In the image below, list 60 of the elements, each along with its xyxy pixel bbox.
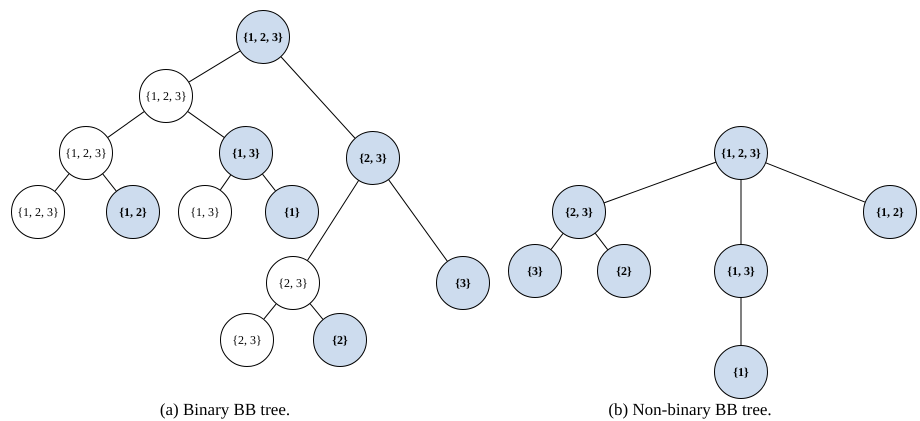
set-label: {2, 3}	[278, 276, 308, 290]
set-label: {3}	[527, 264, 543, 278]
set-label: {2, 3}	[359, 150, 387, 166]
tree-node-circle	[11, 185, 65, 239]
tree-edge	[550, 233, 564, 250]
tree-node-circle	[59, 126, 113, 180]
set-label: {1, 2, 3}	[243, 30, 283, 44]
tree-edge	[102, 174, 117, 192]
tree-edge	[263, 304, 277, 320]
tree-node-circle	[436, 256, 490, 310]
tree-edge	[307, 180, 359, 261]
tree-node-circle	[346, 131, 400, 185]
tree-node-circle	[265, 185, 319, 239]
tree-node-circle	[219, 126, 273, 180]
caption: (b) Non-binary BB tree.	[608, 400, 772, 420]
set-label: {2}	[332, 332, 348, 348]
tree-node-circle	[178, 185, 232, 239]
tree-edge	[594, 232, 608, 250]
tree-edge	[766, 162, 866, 203]
set-label: {2, 3}	[232, 332, 262, 348]
tree-edge	[310, 303, 324, 320]
set-label: {1, 2, 3}	[17, 204, 59, 220]
tree-node-circle	[220, 313, 274, 367]
tree-edge	[220, 174, 232, 190]
set-label: {1, 2}	[119, 204, 147, 220]
set-label: {2, 3}	[565, 204, 593, 220]
tree-edge	[262, 174, 276, 192]
tree-node-circle	[714, 126, 768, 180]
tree-node-circle	[266, 256, 320, 310]
tree-node-circle	[714, 244, 768, 298]
tree-edge	[188, 111, 224, 138]
tree-node-circle	[106, 185, 160, 239]
tree-edge	[740, 180, 742, 244]
tree-node-circle	[863, 185, 917, 239]
tree-edge	[108, 111, 144, 138]
tree-edge	[740, 298, 742, 346]
tree-edge	[188, 50, 240, 82]
set-label: {1, 2}	[876, 204, 904, 220]
set-label: {1}	[733, 364, 749, 380]
caption: (a) Binary BB tree.	[160, 400, 290, 420]
tree-edge	[280, 56, 356, 139]
set-label: {1, 3}	[190, 204, 220, 220]
tree-node-circle	[313, 313, 367, 367]
tree-edge	[54, 173, 70, 192]
set-label: {3}	[455, 276, 471, 290]
tree-node-circle	[552, 185, 606, 239]
tree-node-circle	[508, 244, 562, 298]
set-label: {1, 2, 3}	[145, 88, 187, 104]
tree-edge	[388, 179, 448, 262]
tree-node-circle	[714, 345, 768, 399]
tree-node-circle	[236, 10, 290, 64]
set-label: {1, 3}	[727, 264, 755, 278]
set-label: {1, 2, 3}	[721, 146, 761, 160]
set-label: {1, 2, 3}	[65, 146, 107, 160]
tree-node-circle	[597, 244, 651, 298]
tree-edge	[604, 162, 716, 204]
set-label: {2}	[616, 264, 632, 278]
set-label: {1}	[284, 204, 300, 220]
set-label: {1, 3}	[232, 146, 260, 160]
tree-node-circle	[139, 69, 193, 123]
